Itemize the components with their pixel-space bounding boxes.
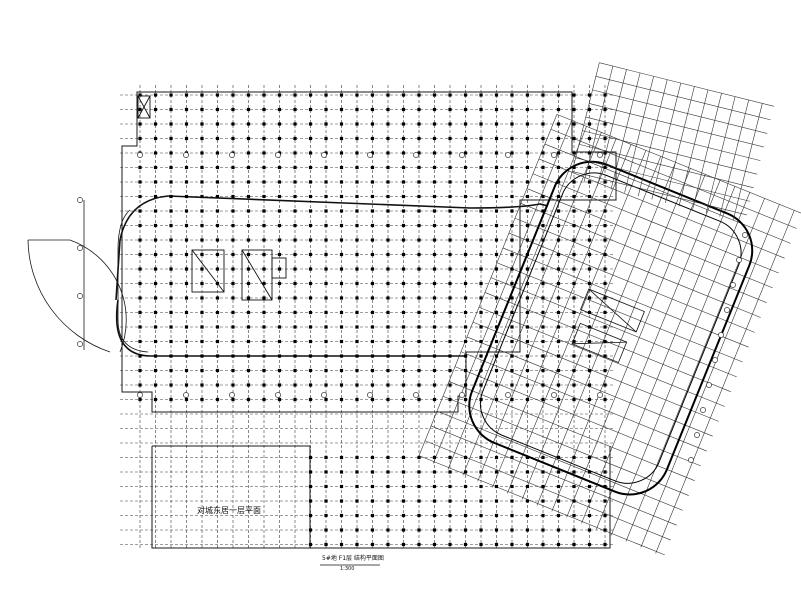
axis-bubbles (77, 152, 748, 463)
podium-rounded-outline (115, 195, 549, 357)
rotated-east-wing (418, 114, 801, 556)
left-core (137, 95, 287, 301)
east-core (571, 288, 645, 364)
columns (138, 93, 607, 547)
main-building-outline (121, 91, 617, 549)
region-label: 对城东居一层平面 (197, 506, 261, 515)
entrance-arc (27, 200, 127, 353)
east-wing-grid (418, 114, 801, 556)
drawing-title: 5#地 F1层 结构平面图 (322, 555, 384, 562)
drawing-scale: 1:300 (340, 566, 355, 572)
north-east-grid-block (569, 62, 775, 220)
